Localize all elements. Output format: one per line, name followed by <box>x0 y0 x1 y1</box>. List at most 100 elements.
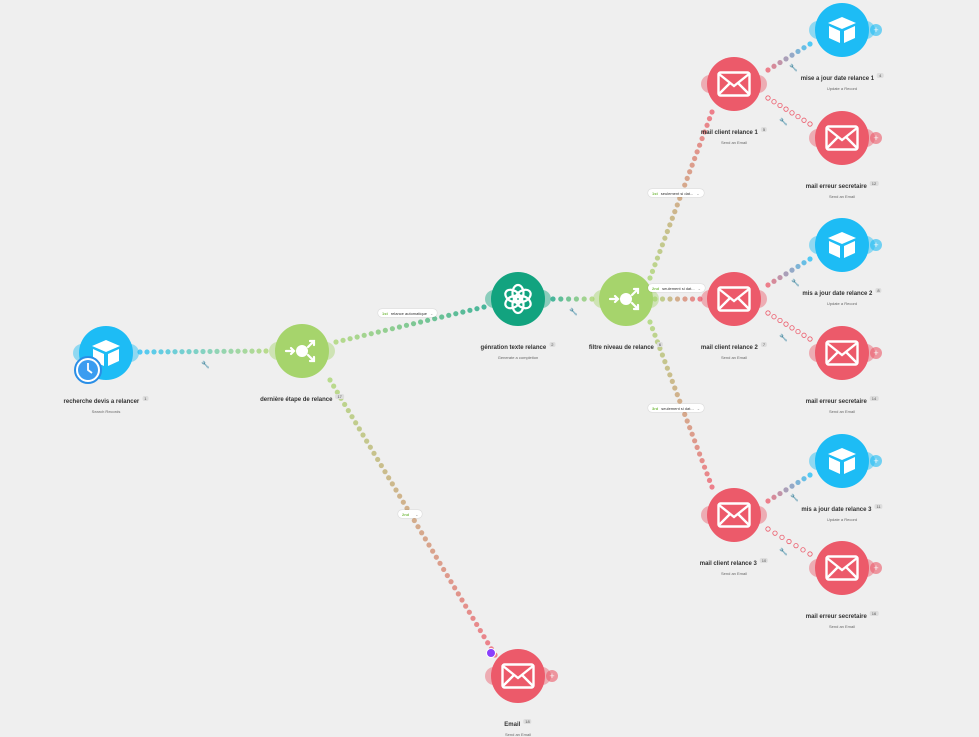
add-module-button[interactable]: + <box>870 239 882 251</box>
module-number-badge: 2 <box>549 342 556 348</box>
module-n6[interactable] <box>809 3 875 57</box>
module-action: Send an Email <box>720 355 748 360</box>
email-module-circle[interactable] <box>707 272 761 326</box>
link-n8-to-n9[interactable] <box>765 256 813 288</box>
email-icon <box>825 340 859 366</box>
wrench-icon[interactable]: 🔧 <box>789 65 798 72</box>
add-module-button[interactable]: + <box>870 24 882 36</box>
add-module-button[interactable]: + <box>870 455 882 467</box>
module-n13[interactable] <box>809 541 875 595</box>
wrench-icon[interactable]: 🔧 <box>569 309 578 316</box>
module-n9[interactable] <box>809 218 875 272</box>
airtable-module-circle[interactable] <box>815 218 869 272</box>
link-filter-to-mail3[interactable] <box>647 319 715 490</box>
module-n11[interactable] <box>701 488 767 542</box>
email-module-circle[interactable] <box>707 488 761 542</box>
module-number-badge: 18 <box>523 719 532 725</box>
module-n2[interactable] <box>269 324 335 378</box>
email-module-circle[interactable] <box>815 326 869 380</box>
router-module-circle[interactable] <box>599 272 653 326</box>
module-n12[interactable] <box>809 434 875 488</box>
chevron-down-icon: ⌄ <box>697 285 701 291</box>
module-n7[interactable] <box>809 111 875 165</box>
link-search-to-router[interactable] <box>137 348 269 355</box>
email-icon <box>717 502 751 528</box>
link-filter-to-mail2[interactable] <box>652 296 703 302</box>
module-n4[interactable] <box>593 272 659 326</box>
openai-module-circle[interactable] <box>491 272 545 326</box>
email-module-circle[interactable] <box>491 649 545 703</box>
module-number-badge: 7 <box>760 342 768 348</box>
link-openai-to-filter[interactable] <box>550 296 595 302</box>
add-module-button[interactable]: + <box>870 562 882 574</box>
wrench-icon[interactable]: 🔧 <box>790 495 799 502</box>
module-label: dernière étape de relance17 <box>260 388 344 406</box>
module-action: Send an Email <box>504 732 531 737</box>
airtable-icon <box>826 446 858 476</box>
module-name: Email <box>504 722 521 728</box>
email-module-circle[interactable] <box>815 111 869 165</box>
email-icon <box>825 555 859 581</box>
wrench-icon[interactable]: 🔧 <box>201 362 210 369</box>
link-n5-to-n6[interactable] <box>765 41 813 73</box>
email-module-circle[interactable] <box>707 57 761 111</box>
openai-icon <box>501 282 535 316</box>
module-action: Send an Email <box>828 409 855 414</box>
email-icon <box>825 125 859 151</box>
airtable-module-circle[interactable] <box>815 3 869 57</box>
module-n10[interactable] <box>809 326 875 380</box>
email-icon <box>717 71 751 97</box>
add-module-button[interactable]: + <box>870 347 882 359</box>
link-error-n5-to-n7[interactable] <box>765 95 813 127</box>
filter-order: 1st <box>652 190 658 196</box>
module-n5[interactable] <box>701 57 767 111</box>
instant-trigger-icon <box>486 648 496 658</box>
chevron-down-icon: ⌄ <box>696 405 701 411</box>
router-icon <box>284 333 320 369</box>
filter-label: seulement si dat... <box>660 190 694 196</box>
filter-order: 2nd <box>402 511 410 517</box>
link-error-n8-to-n10[interactable] <box>765 310 813 342</box>
schedule-clock-icon[interactable] <box>74 356 102 384</box>
add-module-button[interactable]: + <box>546 670 558 682</box>
module-action: Send an Email <box>720 140 748 145</box>
link-n11-to-n12[interactable] <box>765 472 813 504</box>
module-name: mail client relance 1 <box>700 130 758 136</box>
module-n14[interactable] <box>485 649 551 703</box>
airtable-module-circle[interactable] <box>815 434 869 488</box>
filter-pill[interactable]: 2nd⌄ <box>398 510 423 518</box>
module-name: recherche devis a relancer <box>63 399 140 405</box>
wrench-icon[interactable]: 🔧 <box>779 119 788 126</box>
router-module-circle[interactable] <box>275 324 329 378</box>
add-module-button[interactable]: + <box>870 132 882 144</box>
module-n3[interactable] <box>485 272 551 326</box>
module-name: mail client relance 2 <box>700 345 758 351</box>
wrench-icon[interactable]: 🔧 <box>779 335 788 342</box>
email-icon <box>501 663 535 689</box>
module-n8[interactable] <box>701 272 767 326</box>
link-error-n11-to-n13[interactable] <box>765 526 813 557</box>
link-router-to-openai[interactable] <box>333 304 487 345</box>
wrench-icon[interactable]: 🔧 <box>791 280 800 287</box>
email-module-circle[interactable] <box>815 541 869 595</box>
module-action: Send an Email <box>828 624 855 629</box>
filter-order: 3rd <box>652 405 659 411</box>
wrench-icon[interactable]: 🔧 <box>779 549 788 556</box>
module-number-badge: 11 <box>874 504 883 510</box>
module-label: filtre niveau de relance6 <box>589 336 664 354</box>
